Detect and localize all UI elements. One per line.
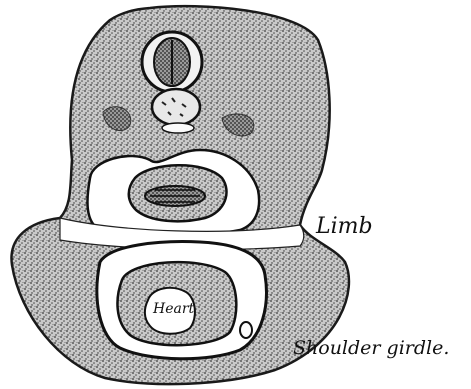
shoulder-girdle-label: Shoulder girdle. [293, 337, 449, 359]
heart-label: Heart [153, 301, 194, 317]
vessel [240, 322, 252, 338]
notochord [152, 89, 200, 125]
limb-label: Limb [316, 214, 373, 239]
